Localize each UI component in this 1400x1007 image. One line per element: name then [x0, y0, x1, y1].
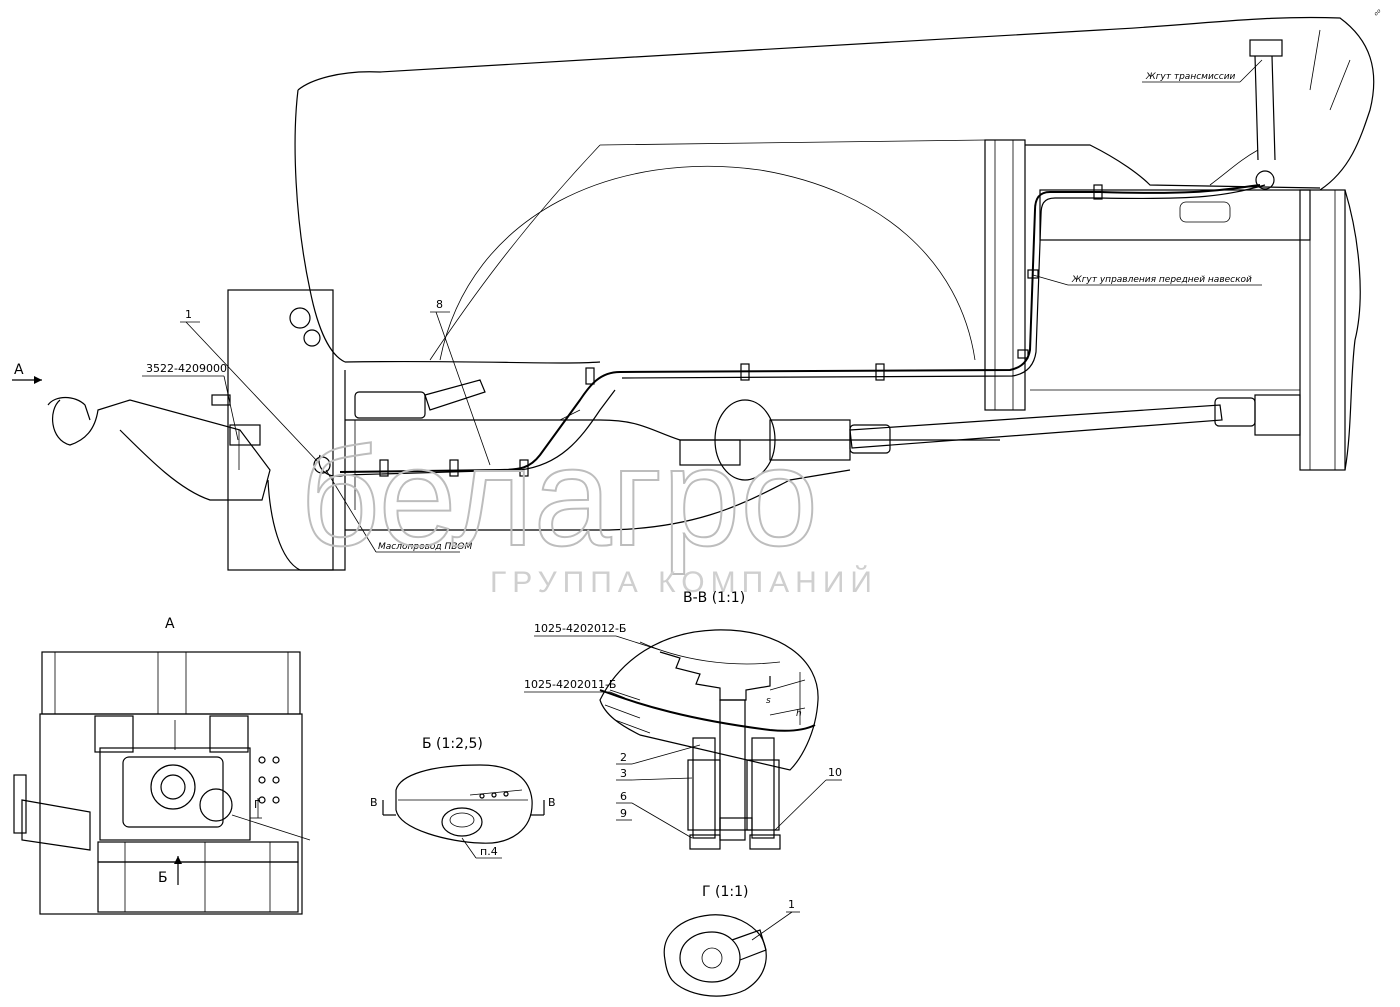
main-side-view: [47, 16, 1375, 571]
item-p4: п.4: [480, 845, 498, 858]
mark-b-left: В: [370, 796, 378, 809]
part-1-label: 1: [185, 308, 192, 321]
view-b: [382, 764, 545, 859]
view-g-title: Г (1:1): [702, 884, 748, 900]
view-a: [13, 651, 311, 915]
harness-transmission-label: Жгут трансмиссии: [1145, 72, 1236, 82]
part-1025-4202011-label: 1025-4202011-Б: [524, 678, 616, 691]
oil-line-pto-label: Маслопровод ПВОМ: [378, 542, 473, 552]
part-9-label: 9: [620, 807, 627, 820]
dim-s: s: [766, 696, 771, 706]
mark-b-view-a: Б: [158, 870, 168, 886]
watermark-brand: белагро: [300, 418, 818, 575]
section-vv: [524, 629, 842, 850]
part-10-label: 10: [828, 766, 842, 779]
view-g: [663, 911, 800, 997]
part-1-g-label: 1: [788, 898, 795, 911]
mark-g-view-a: Г: [254, 798, 261, 811]
harness-clips: [379, 184, 1103, 477]
view-a-title: А: [165, 616, 175, 632]
dim-h: h: [796, 709, 802, 719]
view-b-title: Б (1:2,5): [422, 736, 483, 752]
svg-text:ᵒᵒ: ᵒᵒ: [1373, 8, 1386, 21]
part-8-label: 8: [436, 298, 443, 311]
section-vv-title: В-В (1:1): [683, 590, 745, 606]
part-3522-label: 3522-4209000: [146, 362, 227, 375]
harness-front-hitch-label: Жгут управления передней навеской: [1071, 275, 1252, 285]
part-6-label: 6: [620, 790, 627, 803]
part-3-label: 3: [620, 767, 627, 780]
part-1025-4202012-label: 1025-4202012-Б: [534, 622, 626, 635]
watermark-group: ГРУППА КОМПАНИЙ: [490, 565, 878, 599]
mark-b-right: В: [548, 796, 556, 809]
watermark: белагро ГРУППА КОМПАНИЙ: [299, 417, 878, 599]
view-a-arrow-label: A: [14, 362, 24, 378]
part-2-label: 2: [620, 751, 627, 764]
